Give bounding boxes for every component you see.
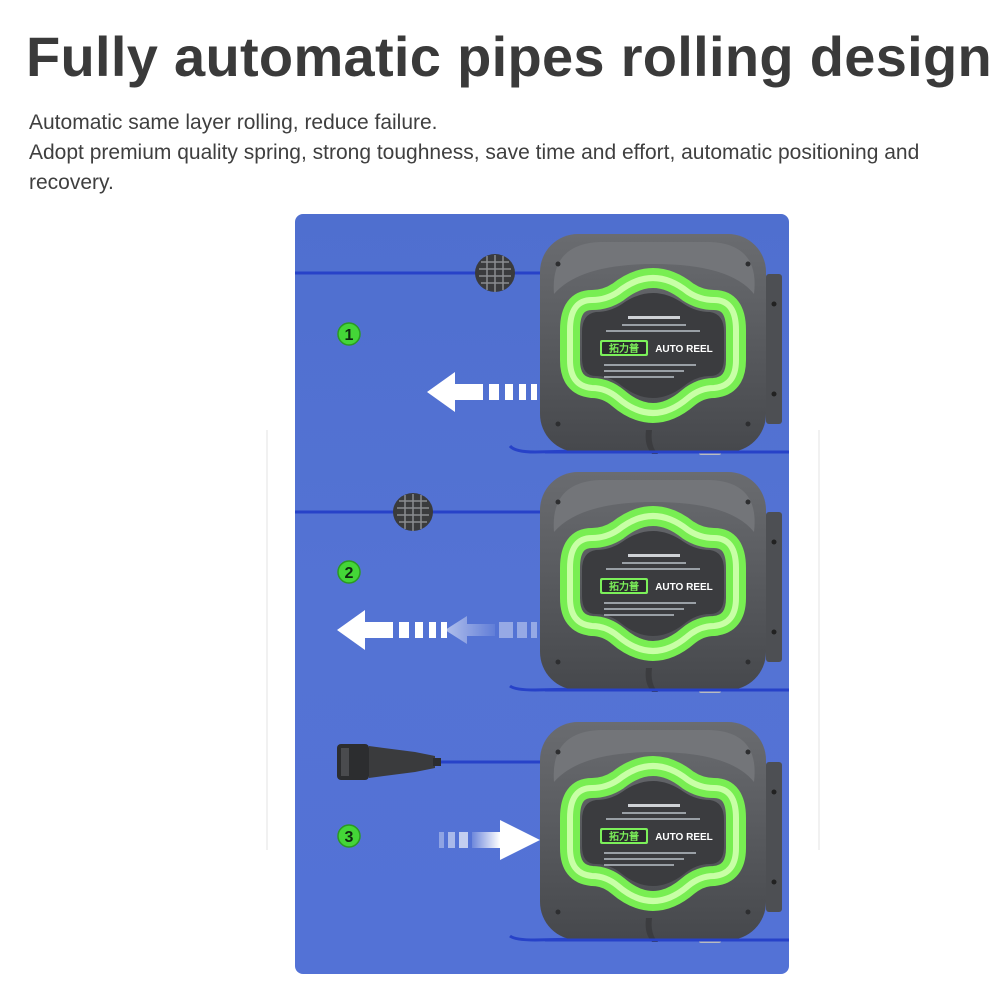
svg-text:1: 1 (345, 327, 354, 344)
step-3-badge: 3 (337, 824, 361, 848)
svg-text:2: 2 (345, 565, 354, 582)
hose-bottom (509, 934, 626, 942)
hose-nozzle (337, 744, 441, 780)
description-line-2: Adopt premium quality spring, strong tou… (29, 141, 920, 194)
reel-brand: 拓力普 (609, 830, 639, 843)
divider-right (818, 430, 820, 850)
hose-stopper (393, 493, 433, 531)
step-2: 2 拓力普 AUTO REEL (295, 472, 789, 693)
illustration-canvas: 1 拓力普 AUTO REEL (295, 214, 789, 974)
reel-label: AUTO REEL (655, 344, 713, 355)
hose-reel: 拓力普 AUTO REEL (540, 472, 782, 692)
divider-left (266, 430, 268, 850)
reel-brand: 拓力普 (609, 580, 639, 593)
page-title: Fully automatic pipes rolling design (26, 25, 993, 88)
reel-label: AUTO REEL (655, 582, 713, 593)
svg-text:3: 3 (345, 829, 354, 846)
step-1: 1 拓力普 AUTO REEL (295, 234, 789, 455)
arrow-left-icon (427, 372, 537, 412)
illustration-panel: 1 拓力普 AUTO REEL (295, 214, 789, 974)
hose-stopper (475, 254, 515, 292)
hose-bottom (508, 444, 626, 454)
arrow-left-icon (337, 610, 537, 650)
hose-reel: 拓力普 AUTO REEL (540, 234, 782, 454)
hose-bottom (509, 684, 626, 692)
reel-brand: 拓力普 (609, 342, 639, 355)
arrow-right-icon (439, 820, 540, 860)
step-3: 3 拓力普 AUTO REEL (337, 722, 789, 943)
step-1-badge: 1 (337, 322, 361, 346)
reel-label: AUTO REEL (655, 832, 713, 843)
hose-reel: 拓力普 AUTO REEL (540, 722, 782, 942)
description: Automatic same layer rolling, reduce fai… (29, 108, 949, 198)
description-line-1: Automatic same layer rolling, reduce fai… (29, 111, 438, 134)
step-2-badge: 2 (337, 560, 361, 584)
